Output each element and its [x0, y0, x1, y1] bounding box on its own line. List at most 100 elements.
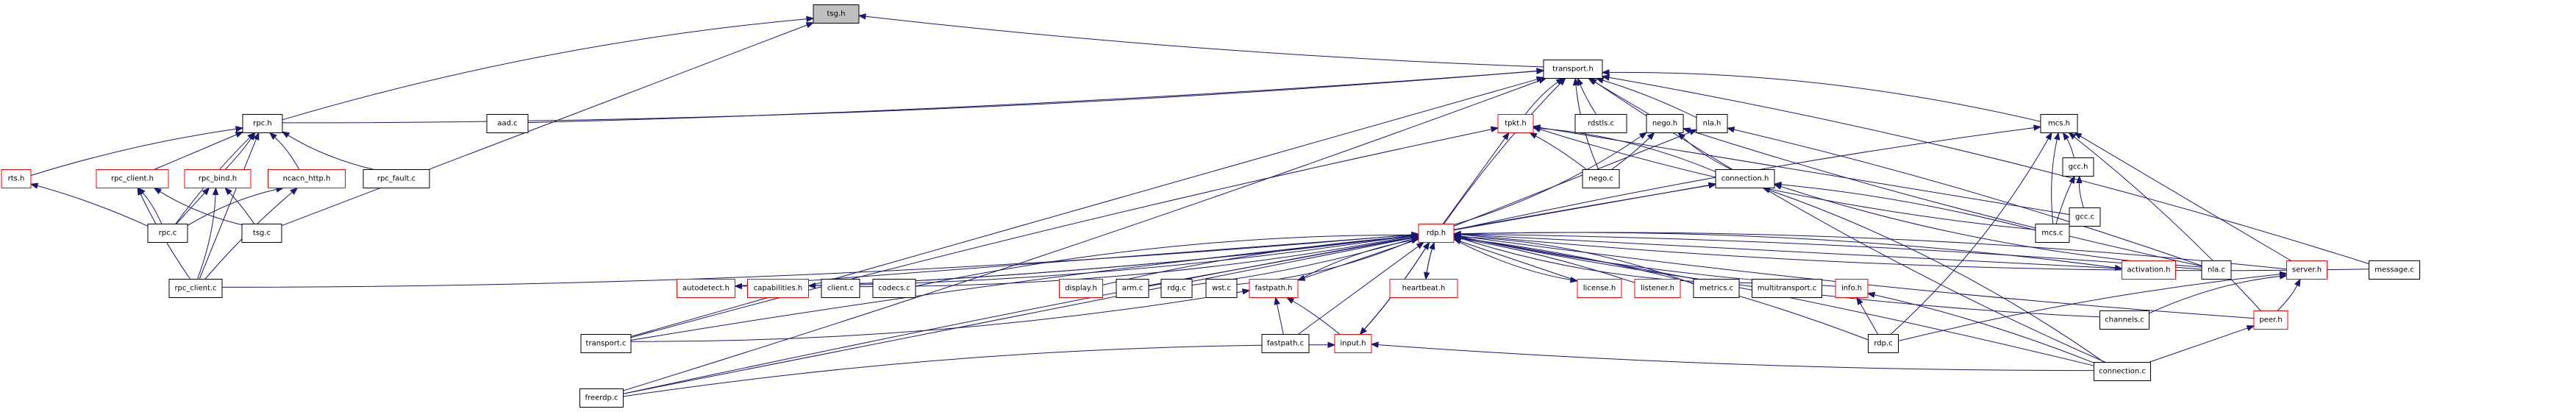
node-box[interactable] [1752, 279, 1822, 298]
node-box[interactable] [1334, 334, 1372, 353]
node-box[interactable] [821, 279, 860, 298]
node-rpc-fault-c[interactable]: rpc_fault.c [363, 169, 430, 188]
node-box[interactable] [1715, 169, 1775, 188]
node-nego-h[interactable]: nego.h [1646, 114, 1684, 133]
node-heartbeat-h[interactable]: heartbeat.h [1389, 279, 1458, 298]
node-box[interactable] [1261, 334, 1310, 353]
node-nego-c[interactable]: nego.c [1582, 169, 1620, 188]
node-info-h[interactable]: info.h [1835, 279, 1869, 298]
node-rdstls-c[interactable]: rdstls.c [1574, 114, 1627, 133]
node-box[interactable] [2069, 207, 2101, 227]
node-rpc-h[interactable]: rpc.h [242, 114, 283, 133]
node-box[interactable] [184, 169, 251, 188]
node-tpkt-h[interactable]: tpkt.h [1497, 114, 1534, 133]
node-box[interactable] [2094, 362, 2151, 381]
node-box[interactable] [2040, 114, 2078, 133]
node-box[interactable] [268, 169, 346, 188]
node-box[interactable] [242, 114, 283, 133]
node-listener-h[interactable]: listener.h [1634, 279, 1681, 298]
node-box[interactable] [2062, 157, 2094, 177]
node-gcc-c[interactable]: gcc.c [2069, 207, 2101, 227]
node-box[interactable] [579, 388, 624, 408]
node-box[interactable] [1, 169, 32, 188]
node-codecs-c[interactable]: codecs.c [872, 279, 916, 298]
node-box[interactable] [747, 279, 809, 298]
node-box[interactable] [1582, 169, 1620, 188]
node-gcc-h[interactable]: gcc.h [2062, 157, 2094, 177]
node-box[interactable] [96, 169, 169, 188]
node-tsg-c[interactable]: tsg.c [241, 224, 282, 243]
node-box[interactable] [2099, 310, 2149, 330]
node-rpc-c[interactable]: rpc.c [147, 224, 188, 243]
node-peer-h[interactable]: peer.h [2253, 310, 2288, 330]
node-box[interactable] [813, 4, 860, 24]
node-freerdp-c[interactable]: freerdp.c [579, 388, 624, 408]
node-box[interactable] [1418, 224, 1455, 243]
node-box[interactable] [1497, 114, 1534, 133]
node-input-h[interactable]: input.h [1334, 334, 1372, 353]
node-box[interactable] [872, 279, 916, 298]
node-box[interactable] [1160, 279, 1193, 298]
node-connection-h[interactable]: connection.h [1715, 169, 1775, 188]
node-box[interactable] [486, 114, 529, 133]
node-box[interactable] [241, 224, 282, 243]
node-box[interactable] [1868, 334, 1899, 353]
node-capabilities-h[interactable]: capabilities.h [747, 279, 809, 298]
node-message-c[interactable]: message.c [2369, 260, 2420, 280]
node-multitransport-c[interactable]: multitransport.c [1752, 279, 1822, 298]
node-ncacn-http-h[interactable]: ncacn_http.h [268, 169, 346, 188]
node-activation-h[interactable]: activation.h [2122, 260, 2176, 280]
node-rpc-client-c[interactable]: rpc_client.c [168, 279, 223, 298]
node-aad-c[interactable]: aad.c [486, 114, 529, 133]
node-rpc-client-h[interactable]: rpc_client.h [96, 169, 169, 188]
node-box[interactable] [1059, 279, 1103, 298]
node-metrics-c[interactable]: metrics.c [1693, 279, 1740, 298]
node-arm-c[interactable]: arm.c [1116, 279, 1149, 298]
node-box[interactable] [580, 334, 632, 353]
node-connection-c[interactable]: connection.c [2094, 362, 2151, 381]
node-box[interactable] [168, 279, 223, 298]
node-server-h[interactable]: server.h [2286, 260, 2327, 280]
node-box[interactable] [1389, 279, 1458, 298]
node-box[interactable] [677, 279, 735, 298]
node-box[interactable] [363, 169, 430, 188]
node-box[interactable] [1574, 114, 1627, 133]
node-nla-h[interactable]: nla.h [1696, 114, 1728, 133]
node-tsg-h[interactable]: tsg.h [813, 4, 860, 24]
node-rdp-c[interactable]: rdp.c [1868, 334, 1899, 353]
node-box[interactable] [147, 224, 188, 243]
node-rdg-c[interactable]: rdg.c [1160, 279, 1193, 298]
node-box[interactable] [1693, 279, 1740, 298]
node-wst-c[interactable]: wst.c [1205, 279, 1238, 298]
node-rts-h[interactable]: rts.h [1, 169, 32, 188]
node-box[interactable] [1543, 60, 1603, 79]
node-channels-c[interactable]: channels.c [2099, 310, 2149, 330]
node-client-c[interactable]: client.c [821, 279, 860, 298]
node-box[interactable] [2201, 260, 2232, 280]
node-box[interactable] [1116, 279, 1149, 298]
node-autodetect-h[interactable]: autodetect.h [677, 279, 735, 298]
node-box[interactable] [1249, 279, 1299, 298]
node-transport-h[interactable]: transport.h [1543, 60, 1603, 79]
node-nla-c[interactable]: nla.c [2201, 260, 2232, 280]
node-license-h[interactable]: license.h [1577, 279, 1622, 298]
node-transport-c[interactable]: transport.c [580, 334, 632, 353]
node-box[interactable] [2369, 260, 2420, 280]
node-box[interactable] [1205, 279, 1238, 298]
node-box[interactable] [1577, 279, 1622, 298]
node-box[interactable] [2122, 260, 2176, 280]
node-fastpath-c[interactable]: fastpath.c [1261, 334, 1310, 353]
node-display-h[interactable]: display.h [1059, 279, 1103, 298]
node-box[interactable] [1696, 114, 1728, 133]
node-box[interactable] [2035, 224, 2070, 243]
node-rpc-bind-h[interactable]: rpc_bind.h [184, 169, 251, 188]
node-box[interactable] [2253, 310, 2288, 330]
node-fastpath-h[interactable]: fastpath.h [1249, 279, 1299, 298]
node-box[interactable] [1835, 279, 1869, 298]
node-box[interactable] [1634, 279, 1681, 298]
node-box[interactable] [1646, 114, 1684, 133]
node-box[interactable] [2286, 260, 2327, 280]
node-rdp-h[interactable]: rdp.h [1418, 224, 1455, 243]
node-mcs-h[interactable]: mcs.h [2040, 114, 2078, 133]
node-mcs-c[interactable]: mcs.c [2035, 224, 2070, 243]
